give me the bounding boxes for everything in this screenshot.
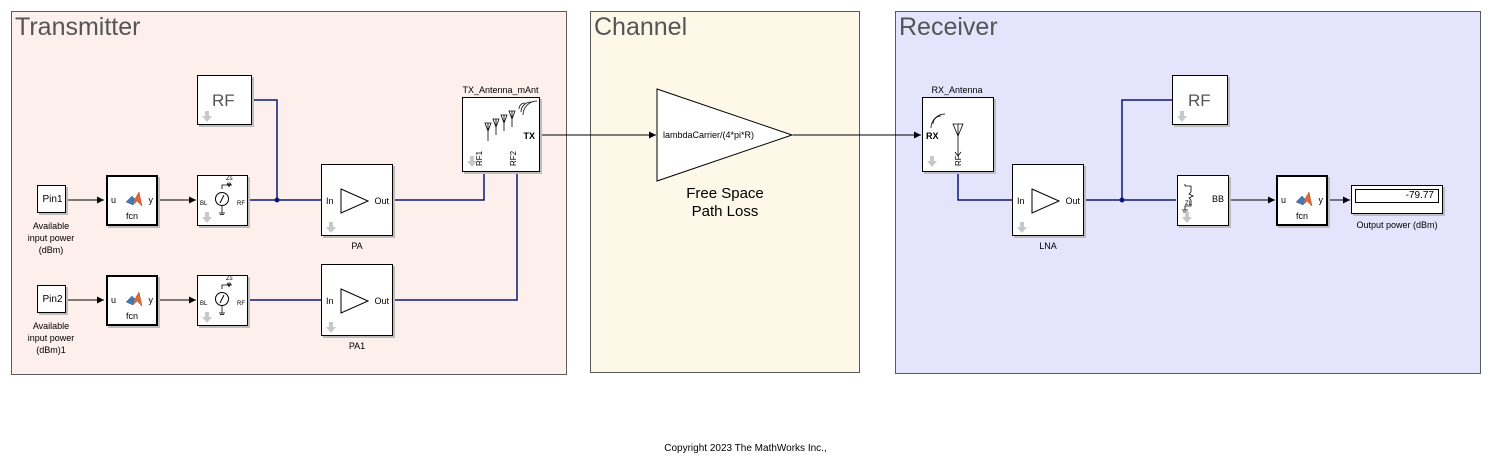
fcn-block-3[interactable]: u y fcn bbox=[1276, 175, 1328, 226]
copyright-text: Copyright 2023 The MathWorks Inc., bbox=[664, 443, 827, 454]
pa1-port-in: In bbox=[326, 296, 334, 306]
pa-label: PA bbox=[351, 241, 363, 251]
down-arrow-icon bbox=[467, 156, 477, 167]
pin2-block[interactable]: Pin2 bbox=[37, 285, 66, 313]
bb-port: BB bbox=[1211, 194, 1224, 204]
amplifier-icon bbox=[1031, 188, 1061, 214]
zl-label: ZL bbox=[1185, 201, 1193, 207]
fcn1-label: fcn bbox=[125, 211, 138, 221]
down-arrow-icon bbox=[326, 322, 336, 333]
output-power-label: Output power (dBm) bbox=[1356, 220, 1438, 230]
transmitter-title: Transmitter bbox=[15, 13, 141, 41]
tx-rf2-port: RF2 bbox=[509, 150, 518, 166]
down-arrow-icon bbox=[326, 222, 336, 233]
display-value: -79.77 bbox=[1355, 189, 1439, 203]
fcn-block-2[interactable]: u y fcn bbox=[106, 275, 158, 326]
pin1-label: Available input power (dBm) bbox=[27, 221, 75, 255]
receiver-title: Receiver bbox=[899, 13, 998, 41]
pa1-block[interactable]: In Out bbox=[321, 264, 393, 336]
pa-port-in: In bbox=[326, 196, 334, 206]
lna-label: LNA bbox=[1039, 241, 1057, 251]
rx-antenna-block[interactable]: RX RF bbox=[922, 97, 994, 172]
transmitter-area: Transmitter bbox=[11, 11, 567, 375]
display-block[interactable]: -79.77 bbox=[1351, 185, 1443, 214]
pin1-text: Pin1 bbox=[42, 194, 63, 205]
load-icon bbox=[1182, 184, 1194, 213]
tx-port: TX bbox=[523, 131, 535, 141]
fcn3-label: fcn bbox=[1295, 211, 1308, 221]
lna-port-out: Out bbox=[1065, 196, 1080, 206]
rf-wire-rx-rf-config bbox=[1121, 99, 1172, 200]
fcn3-port-y: y bbox=[1318, 195, 1324, 205]
antenna-icon bbox=[930, 113, 964, 157]
rf-config-rx-text: RF bbox=[1188, 91, 1211, 110]
pa1-label: PA1 bbox=[348, 341, 366, 351]
sensor2-rf: RF bbox=[237, 301, 245, 307]
rf-junction-tx bbox=[274, 197, 280, 203]
sensor1-bl: BL bbox=[200, 201, 208, 207]
power-sensor-block-1[interactable]: Zs BL RF bbox=[197, 175, 248, 226]
sensor1-rf: RF bbox=[237, 201, 245, 207]
down-arrow-icon bbox=[202, 111, 212, 122]
pin1-block[interactable]: Pin1 bbox=[37, 185, 66, 213]
rx-port: RX bbox=[926, 131, 939, 141]
tx-antenna-label: TX_Antenna_mAnt bbox=[462, 85, 539, 95]
rf-config-block-tx[interactable]: RF bbox=[197, 75, 252, 125]
fcn2-label: fcn bbox=[125, 311, 138, 321]
down-arrow-icon bbox=[202, 312, 212, 323]
fcn-block-1[interactable]: u y fcn bbox=[106, 175, 158, 226]
rf-junction-rx bbox=[1119, 197, 1125, 203]
power-sensor-block-2[interactable]: Zs BL RF bbox=[197, 275, 248, 326]
rf-wire-pa1-ant bbox=[393, 172, 518, 301]
tx-antenna-block[interactable]: TX RF1 RF2 bbox=[462, 97, 540, 172]
rx-antenna-label: RX_Antenna bbox=[931, 85, 983, 95]
channel-area: Channel bbox=[590, 11, 860, 373]
bb-outport-block[interactable]: ZL BB bbox=[1177, 175, 1229, 226]
fcn1-port-u: u bbox=[111, 195, 117, 205]
sensor2-zs: Zs bbox=[226, 276, 233, 282]
sensor2-bl: BL bbox=[200, 301, 208, 307]
pa-port-out: Out bbox=[374, 196, 389, 206]
lna-port-in: In bbox=[1017, 196, 1025, 206]
fcn1-port-y: y bbox=[148, 195, 154, 205]
free-space-gain-block[interactable] bbox=[656, 88, 796, 184]
down-arrow-icon bbox=[1017, 222, 1027, 233]
down-arrow-icon bbox=[927, 156, 937, 167]
rf-config-tx-text: RF bbox=[212, 91, 235, 110]
rf-wire-rxant-lna bbox=[957, 172, 1012, 201]
amplifier-icon bbox=[340, 188, 370, 214]
down-arrow-icon bbox=[1182, 212, 1192, 223]
sensor-icon bbox=[215, 181, 232, 215]
sensor-icon bbox=[215, 281, 232, 315]
fsl-label: Free Space Path Loss bbox=[686, 185, 764, 220]
matlab-icon bbox=[1295, 191, 1313, 207]
fcn3-port-u: u bbox=[1281, 195, 1287, 205]
rf-config-block-rx[interactable]: RF bbox=[1172, 75, 1228, 125]
pa-block[interactable]: In Out bbox=[321, 164, 393, 236]
down-arrow-icon bbox=[202, 212, 212, 223]
rf-wire-pa-ant bbox=[393, 172, 485, 201]
pin2-label: Available input power (dBm)1 bbox=[27, 321, 75, 355]
fcn2-port-y: y bbox=[148, 295, 154, 305]
matlab-icon bbox=[125, 291, 143, 307]
rx-rf-port: RF bbox=[954, 155, 963, 166]
matlab-icon bbox=[125, 191, 143, 207]
sensor1-zs: Zs bbox=[226, 176, 233, 182]
channel-title: Channel bbox=[594, 13, 688, 41]
amplifier-icon bbox=[340, 288, 370, 314]
pa1-port-out: Out bbox=[374, 296, 389, 306]
down-arrow-icon bbox=[1177, 111, 1187, 122]
antenna-array-icon bbox=[484, 100, 538, 141]
fcn2-port-u: u bbox=[111, 295, 117, 305]
pin2-text: Pin2 bbox=[42, 294, 63, 305]
lna-block[interactable]: In Out bbox=[1012, 164, 1084, 236]
rf-wire-rf-config bbox=[252, 99, 278, 200]
gain-expression: lambdaCarrier/(4*pi*R) bbox=[663, 130, 755, 140]
